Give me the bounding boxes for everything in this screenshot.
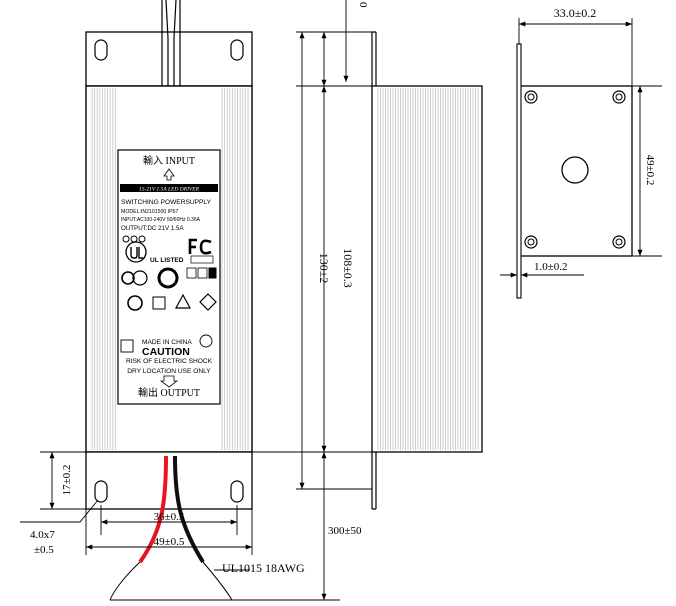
label-card: [117, 149, 221, 405]
side-profile-bracket: [371, 31, 377, 510]
ul-logo-icon: [125, 241, 147, 263]
screw-hole-icon: [615, 238, 623, 246]
end-flange-bar: [516, 43, 522, 299]
driver-banner-text: 15-21V 1.5A LED DRIVER: [139, 187, 200, 193]
top-mounting-flange: [85, 31, 253, 87]
label-line-type: SWITCHING POWERSUPPLY: [121, 199, 212, 206]
screw-hole-icon: [527, 93, 535, 101]
small-mark-icon: [138, 235, 146, 243]
front-view: 輸入 INPUT 15-21V 1.5A LED DRIVER SWITCHIN…: [20, 0, 362, 601]
caution-text: CAUTION: [142, 346, 190, 358]
label-line-input: INPUT:AC100-240V 50/60Hz 0.36A: [121, 217, 201, 223]
slot-tolerance-label: ±0.5: [34, 544, 54, 556]
black-output-wire: [173, 455, 205, 564]
ce-mark-icon: [121, 271, 135, 285]
side-heatsink-fins: [377, 88, 479, 450]
screw-hole-icon: [615, 93, 623, 101]
left-heatsink-fins: [91, 88, 116, 450]
ul-us-mark-icon: [132, 270, 148, 286]
input-cable: [161, 0, 181, 86]
bottom-mounting-flange: [85, 451, 253, 510]
cable-end-outline: [109, 561, 233, 601]
right-heatsink-fins: [221, 88, 249, 450]
listed-mark-text: UL LISTED: [150, 257, 184, 264]
v-mark-icon: [199, 334, 213, 348]
product-label: 輸入 INPUT 15-21V 1.5A LED DRIVER SWITCHIN…: [117, 149, 221, 405]
label-line-output: OUTPUT:DC 21V 1.5A: [121, 225, 184, 232]
cert-grid-icon: [197, 267, 208, 279]
cert-badge-icon: [152, 296, 166, 310]
screw-hole-icon: [527, 238, 535, 246]
side-view: 0 130±2 108±0.3: [296, 0, 483, 510]
input-title: 輸入 INPUT: [143, 154, 195, 167]
side-dimensions: [296, 0, 372, 490]
mount-width-label: 36±0.5: [154, 511, 185, 523]
end-screws: [524, 90, 626, 249]
driver-banner-bar: [120, 184, 218, 192]
top-right-mounting-slot: [230, 39, 244, 61]
warning-line-1: RISK OF ELECTRIC SHOCK: [126, 358, 213, 365]
pse-mark-icon: [127, 295, 143, 311]
cable-spec-label: UL1015 18AWG: [222, 561, 305, 575]
end-height-label: 49±0.2: [644, 155, 656, 186]
output-arrow-icon: [159, 375, 179, 388]
cable-length-label: 300±50: [328, 525, 362, 537]
certification-marks: [120, 235, 217, 353]
total-height-label: 130±2: [317, 253, 331, 284]
end-width-label: 33.0±0.2: [554, 6, 597, 20]
flange-height-label: 17±0.2: [61, 465, 73, 496]
warning-triangle-icon: [174, 293, 192, 309]
output-title: 輸出 OUTPUT: [138, 386, 200, 399]
made-in-text: MADE IN CHINA: [142, 339, 192, 346]
bottom-right-mounting-slot: [230, 480, 244, 503]
body-width-label: 49±0.5: [154, 536, 185, 548]
end-dimensions: [500, 18, 662, 278]
top-left-mounting-slot: [94, 39, 108, 61]
slot-size-label: 4.0x7: [30, 529, 55, 541]
bottom-left-mounting-slot: [94, 480, 108, 503]
red-output-wire: [138, 455, 168, 564]
fc-logo-icon: [188, 238, 212, 255]
top-flange-label: 0: [357, 2, 369, 8]
slot-leader-line: [20, 499, 99, 523]
body-height-label: 108±0.3: [341, 248, 355, 288]
end-view: 33.0±0.2 49±0.2 1.0±0.2: [500, 6, 662, 299]
cert-box-icon: [190, 255, 214, 264]
diamond-mark-icon: [199, 293, 217, 311]
label-line-model: MODEL:IN2101500 IP67: [121, 209, 178, 215]
warning-line-2: DRY LOCATION USE ONLY: [127, 368, 211, 375]
csa-mark-icon: [157, 267, 179, 289]
cable-gland-icon: [561, 156, 589, 184]
caution-box-icon: [120, 339, 134, 353]
ul-letters-icon: [130, 247, 143, 259]
small-mark-icon: [122, 235, 130, 243]
cert-grid-icon: [208, 267, 217, 279]
end-thickness-label: 1.0±0.2: [534, 261, 568, 273]
input-arrow-icon: [163, 168, 175, 181]
front-dimensions: [20, 451, 340, 601]
cert-grid-icon: [186, 267, 197, 279]
